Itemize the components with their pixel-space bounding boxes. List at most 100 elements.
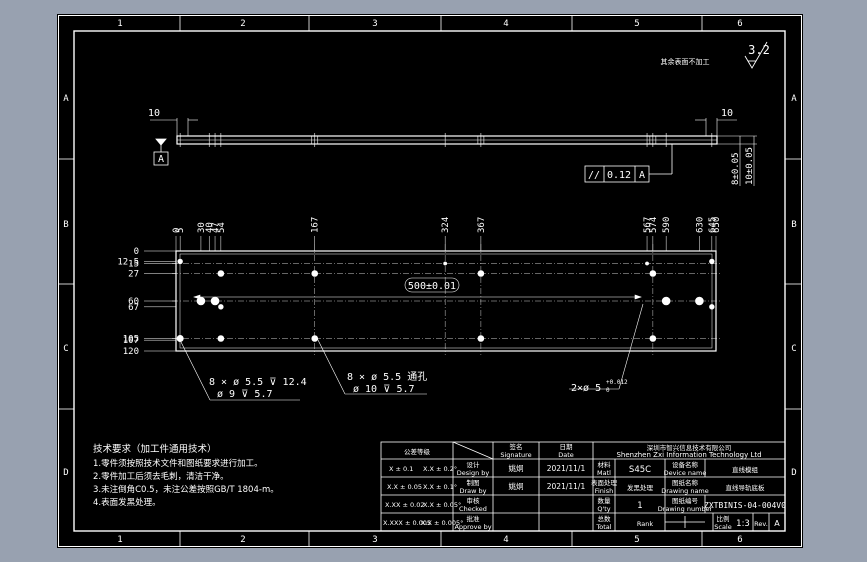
drawnum-en: Drawing number [658,505,713,513]
side-view-features [179,133,713,147]
tol-range-2: X.X ± 0.05 [387,483,422,491]
qty-cn: 数量 [598,496,612,505]
left-dim-15: 15 [128,260,139,270]
top-dim-0: 0 [172,228,182,233]
signature-cn: 签名 [510,442,523,451]
material-cn: 材料 [598,460,612,469]
top-dim-5: 5 [176,228,186,233]
drawer-signature: 姚炯 [509,481,524,491]
plan-hole [218,304,224,310]
drawname-cn: 图纸名称 [672,478,699,487]
drawname-value: 直线导轨底板 [726,483,766,492]
notes-line-4: 4.表面发黑处理。 [93,497,161,508]
hole-callout-2-line2: ø 10 ⊽ 5.7 [353,384,415,395]
side-dim-left: 10 [148,108,160,119]
plan-hole [649,270,657,277]
left-dim-60: 60 [128,297,139,307]
zone-left-c: C [63,344,68,354]
date-en: Date [558,451,574,459]
designer-cn: 设计 [467,460,481,469]
pin-callout: 2×ø 5 [571,383,601,394]
top-dim-645: 645 [708,217,718,233]
device-en: Device name [664,469,707,477]
device-cn: 设备名称 [672,460,699,469]
zone-top-3: 3 [372,19,377,29]
signature-en: Signature [500,451,531,459]
scale-cn: 比例 [717,514,730,523]
zone-top-1: 1 [117,19,122,29]
plan-hole [217,335,225,342]
company-en: Shenzhen Zxi Information Technology Ltd [616,451,761,459]
parallelism-value: 0.12 [607,170,631,181]
pin-tolerance-low: 0 [606,387,610,394]
plan-hole [477,335,485,342]
plan-hole [695,296,704,306]
tol-range-1: X ± 0.1 [389,465,413,473]
zone-right-c: C [791,344,796,354]
drawname-en: Drawing name [661,487,709,495]
plan-hole [177,258,183,265]
total-cn: 总数 [598,514,612,523]
plan-hole [709,258,715,265]
zone-top-4: 4 [503,19,508,29]
tol-value-2: X.X ± 0.1° [423,483,457,491]
tol-range-3: X.XX ± 0.02 [385,501,424,509]
left-dim-12.5: 12.5 [117,257,139,267]
top-dim-574: 574 [649,217,659,233]
scale-en: Scale [714,523,732,531]
designer-en: Design by [457,469,490,477]
plan-hole [210,296,220,306]
technical-notes: 技术要求（加工件通用技术） 1.零件须按照技术文件和图纸要求进行加工。 2.零件… [93,443,279,508]
plan-centerlines [172,244,720,355]
zone-top-6: 6 [737,19,742,29]
side-view: 10 10 A // 0.12 [148,108,757,186]
top-dim-630: 630 [695,217,705,233]
roughness-value: 3.2 [748,43,770,57]
plan-hole [311,335,319,342]
checker-en: Checked [459,505,487,513]
hole-callout-2-line1: 8 × ø 5.5 通孔 [347,371,427,383]
left-dim-27: 27 [128,270,139,280]
left-dim-120: 120 [123,347,139,357]
top-dim-54: 54 [217,222,227,233]
plan-hole [661,296,671,306]
zone-left-b: B [63,220,68,230]
notes-line-1: 1.零件须按照技术文件和图纸要求进行加工。 [93,458,263,469]
top-dim-590: 590 [662,217,672,233]
left-dim-105: 105 [123,335,139,345]
top-dim-367: 367 [477,217,487,233]
zone-bottom-1: 1 [117,535,122,545]
top-dim-650: 650 [712,217,722,233]
drawnum-value: ZXTBINIS-04-004V0 [704,501,786,510]
datum-a-label: A [158,154,164,165]
approver-cn: 批准 [467,514,481,523]
rank-en: Rank [637,520,653,528]
qty-en: Q'ty [597,505,610,513]
zone-left-d: D [63,468,68,478]
notes-line-3: 3.未注倒角C0.5，未注公差按照GB/T 1804-m。 [93,484,279,495]
zone-bottom-4: 4 [503,535,508,545]
sheet-outer-border [58,15,802,547]
top-dim-40: 40 [205,222,215,233]
tol-value-3: X.X ± 0.05° [423,501,461,509]
date-cn: 日期 [560,443,574,451]
tol-range-4: X.XXX ± 0.005 [383,519,431,527]
checker-cn: 审核 [467,496,481,505]
drawnum-cn: 图纸编号 [672,496,699,505]
finish-value: 发黑处理 [627,483,654,492]
plan-length-dim: 500±0.01 [408,281,456,292]
parallelism-datum: A [639,170,645,181]
top-dim-30: 30 [197,222,207,233]
datum-a-marker [153,138,169,166]
title-block: 公差等级 X ± 0.1 X.X ± 0.2° X.X ± 0.05 X.X ±… [380,441,786,532]
zone-bottom-3: 3 [372,535,377,545]
plan-hole [645,261,649,266]
designer-signature: 姚炯 [509,463,524,473]
drawer-cn: 制图 [467,478,480,487]
side-height-dim: 10±0.05 [745,147,755,185]
side-thickness-dim: 8±0.05 [731,152,741,185]
approver-en: Approve by [454,523,491,531]
